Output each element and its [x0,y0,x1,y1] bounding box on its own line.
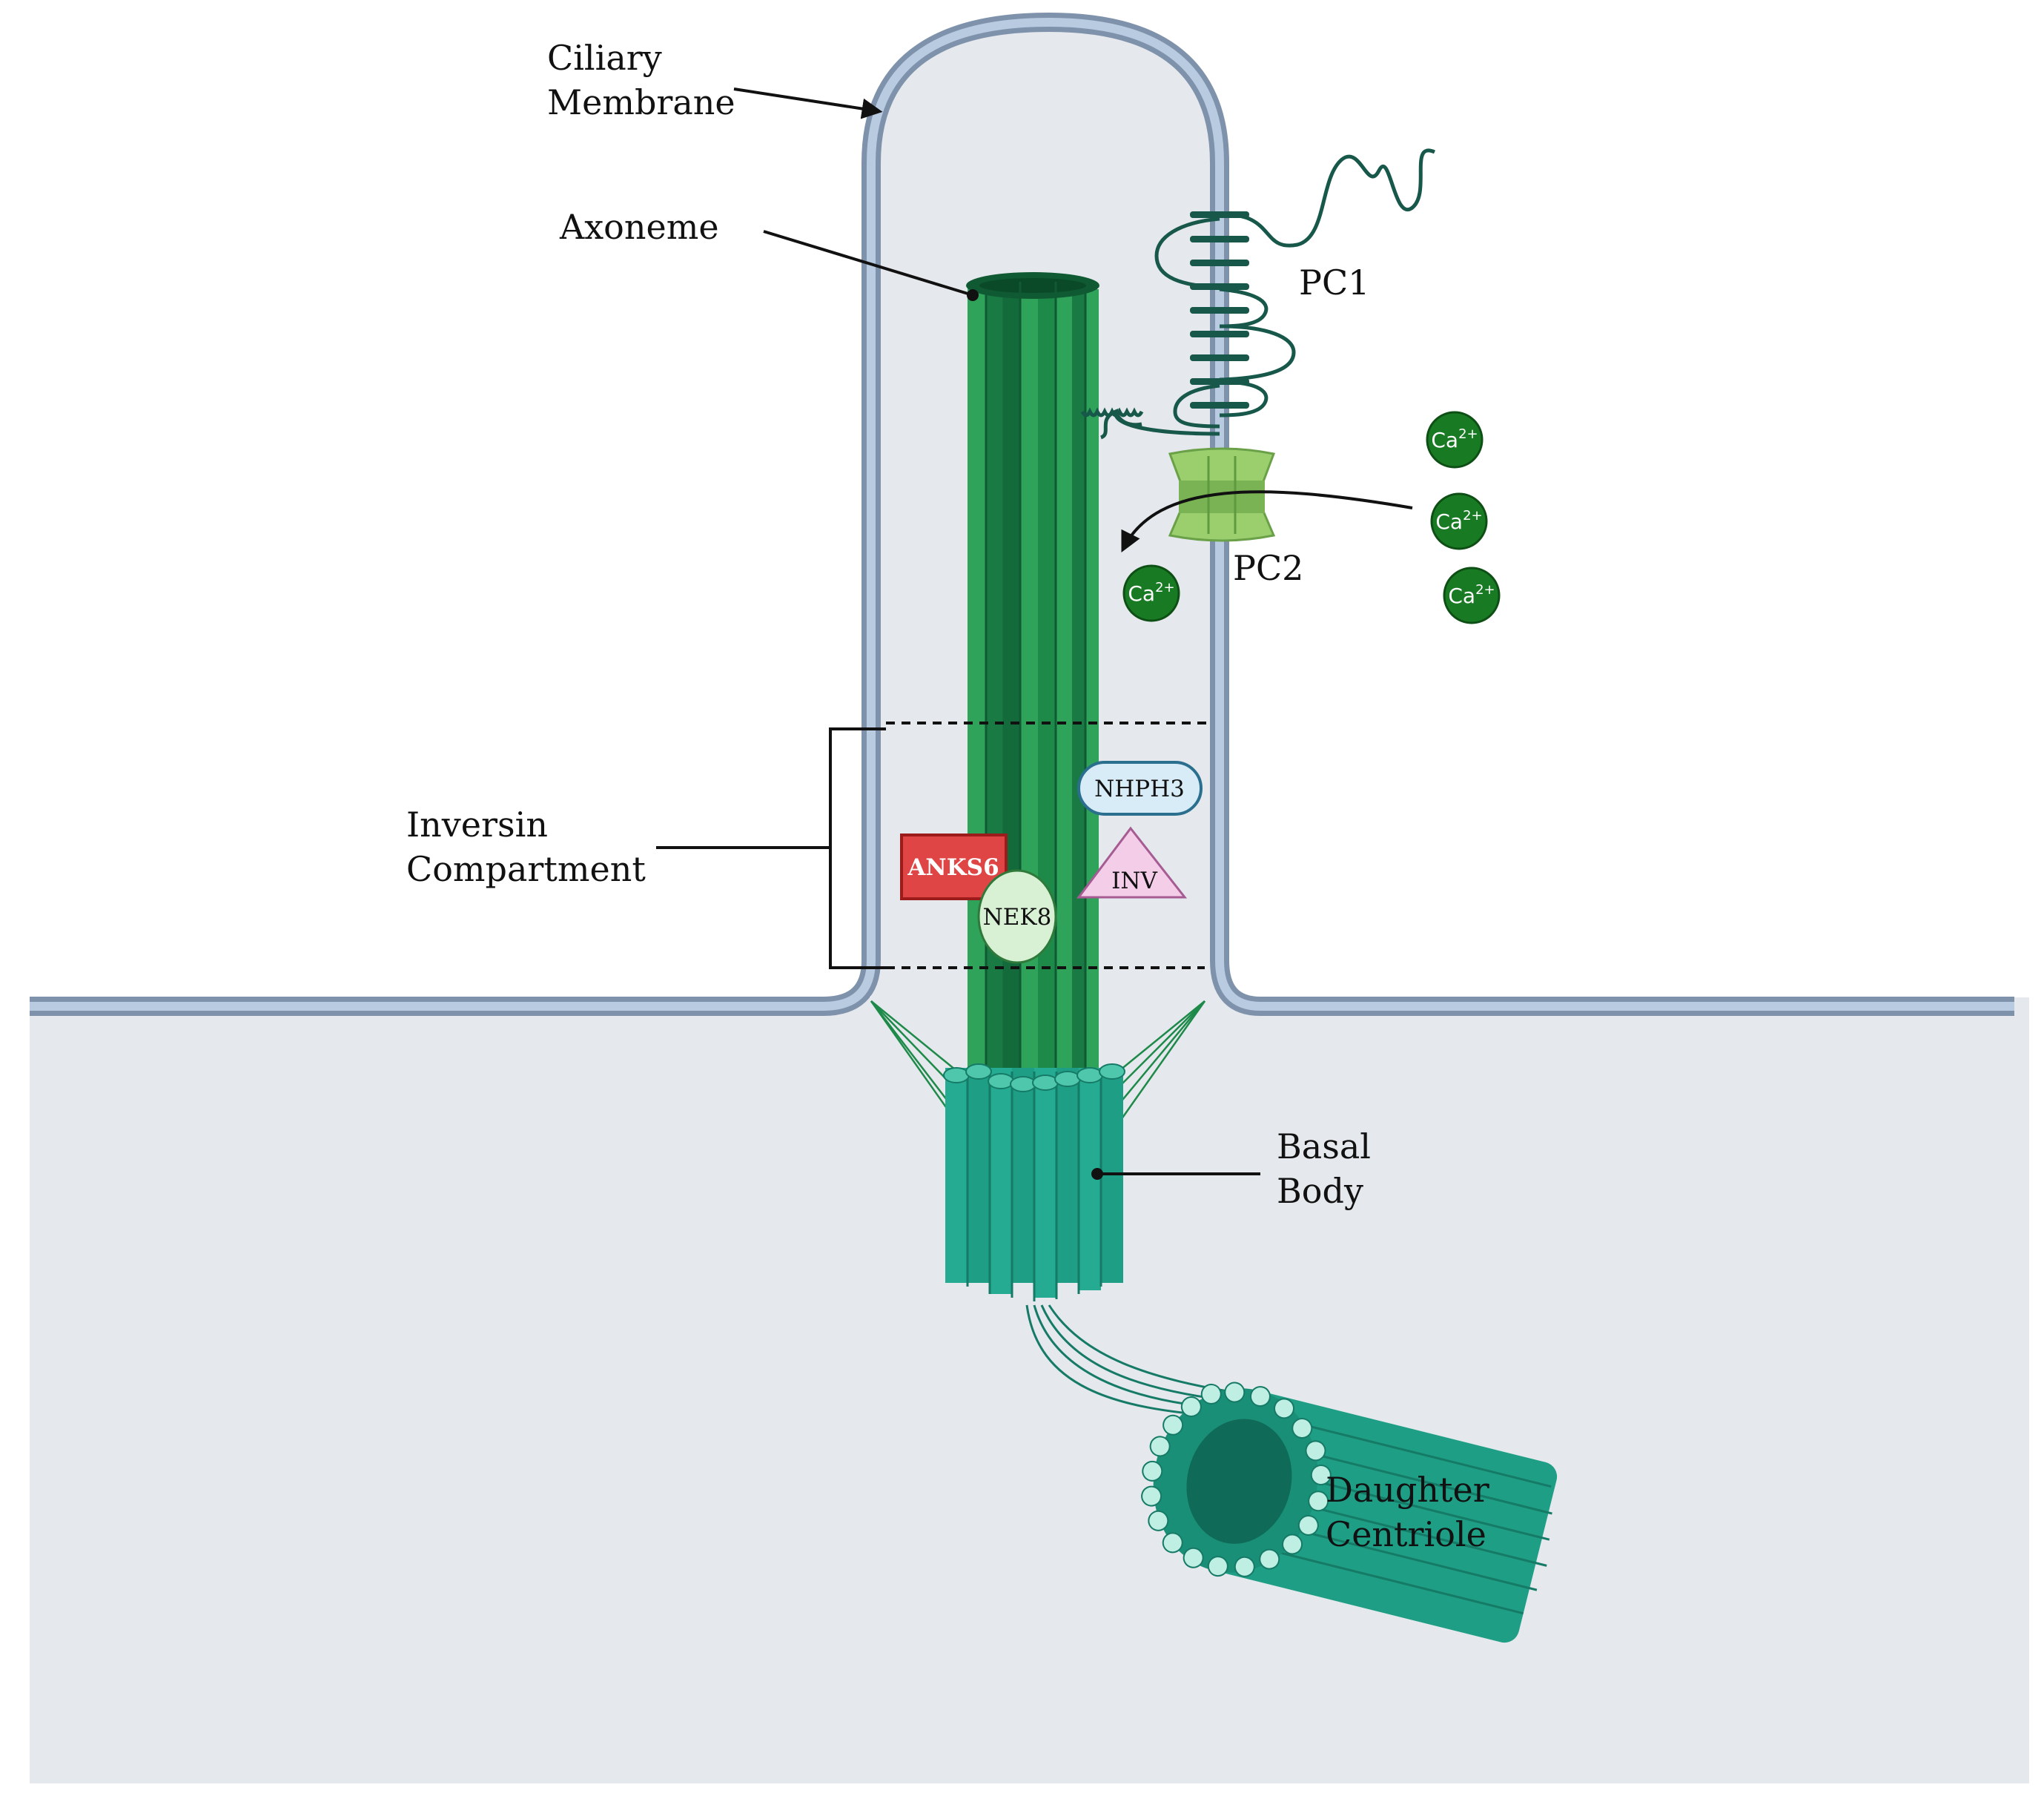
svg-text:Ca2+: Ca2+ [1435,508,1482,534]
ciliary-membrane-inner [30,18,2014,1011]
label-basal-body: Basal Body [1277,1126,1382,1211]
compartment-bracket [656,727,886,969]
svg-text:ANKS6: ANKS6 [907,854,999,881]
nhph3-protein: NHPH3 [1077,761,1203,816]
ciliary-membrane-pointer [733,88,883,119]
svg-text:Ca2+: Ca2+ [1128,580,1174,606]
label-pc1: PC1 [1299,263,1369,303]
label-pc2: PC2 [1233,548,1303,588]
calcium-ion-4: Ca2+ [1122,564,1180,622]
svg-text:Ca2+: Ca2+ [1431,426,1478,452]
basal-body [943,1063,1125,1301]
calcium-ion-2: Ca2+ [1430,492,1488,550]
svg-text:NEK8: NEK8 [983,904,1052,931]
label-daughter-centriole: Daughter Centriole [1326,1470,1500,1554]
pc1-transmembrane [1190,211,1249,409]
inv-protein: INV [1076,826,1188,899]
nek8-protein: NEK8 [977,869,1057,964]
axoneme-pointer-dot [967,289,979,301]
label-axoneme: Axoneme [559,207,719,247]
daughter-centriole [1141,1382,1558,1643]
pc1-protein [1080,148,1435,440]
svg-text:NHPH3: NHPH3 [1094,776,1185,802]
basal-body-pointer-dot [1091,1168,1103,1180]
calcium-ion-3: Ca2+ [1443,567,1501,624]
axoneme-pointer [763,230,973,297]
label-ciliary-membrane: Ciliary Membrane [547,38,735,122]
pc2-channel [1168,447,1276,542]
svg-text:INV: INV [1111,868,1157,894]
calcium-ion-1: Ca2+ [1426,411,1484,469]
calcium-influx-arrow [1121,490,1413,553]
label-inversin-compartment: Inversin Compartment [406,805,646,889]
svg-text:Ca2+: Ca2+ [1448,582,1495,608]
axoneme [966,272,1099,1105]
